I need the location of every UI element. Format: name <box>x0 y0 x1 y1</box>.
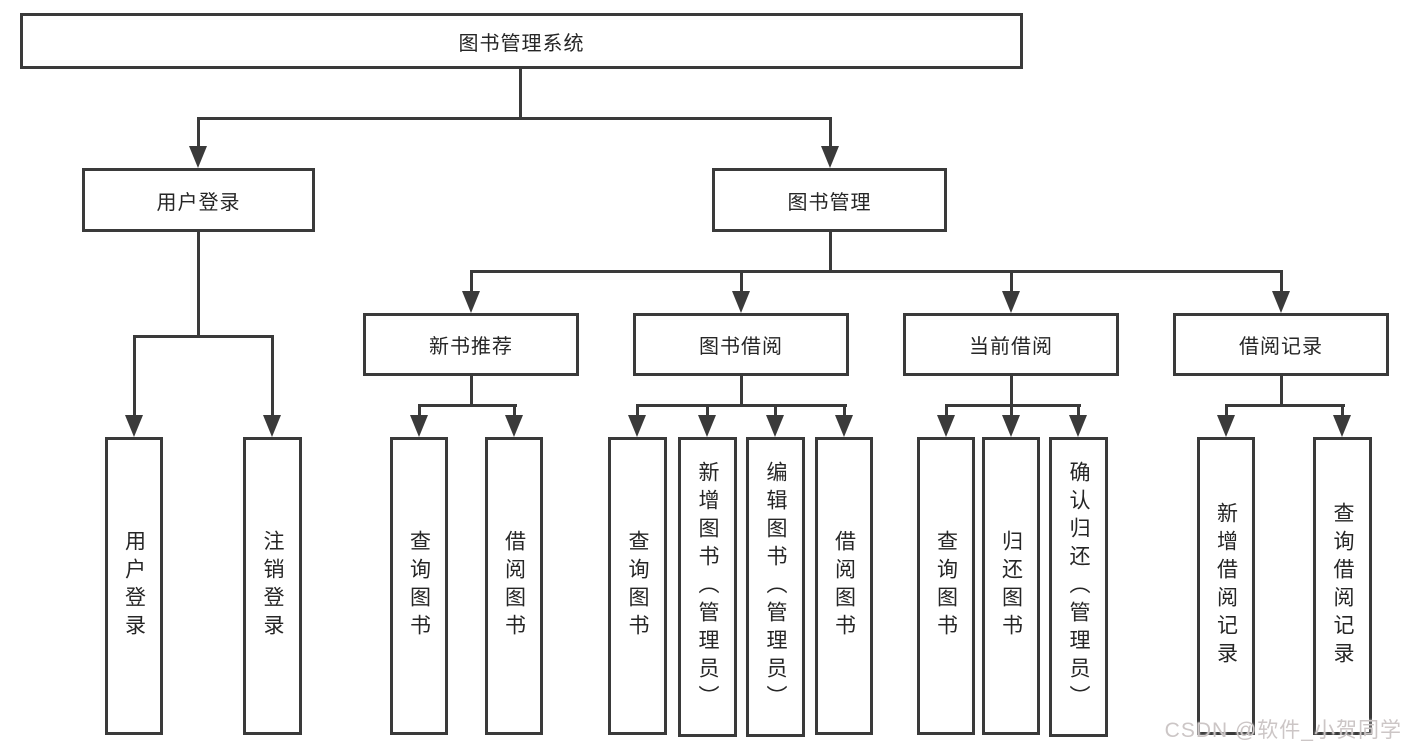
leaf-confirm-return-admin: 确认归还（管理员） <box>1049 437 1108 737</box>
node-label: 注销登录 <box>261 530 284 642</box>
connector-line <box>1341 404 1344 421</box>
leaf-user-login: 用户登录 <box>105 437 163 735</box>
connector-line <box>470 270 1283 273</box>
connector-line <box>418 404 421 421</box>
connector-line <box>470 270 473 297</box>
node-label: 确认归还（管理员） <box>1067 461 1090 713</box>
connector-line <box>1225 404 1345 407</box>
connector-line <box>740 376 743 405</box>
arrowhead-icon <box>1217 415 1235 437</box>
arrowhead-icon <box>1272 291 1290 313</box>
connector-line <box>470 376 473 405</box>
arrowhead-icon <box>821 146 839 168</box>
arrowhead-icon <box>1002 291 1020 313</box>
arrowhead-icon <box>1069 415 1087 437</box>
arrowhead-icon <box>263 415 281 437</box>
arrowhead-icon <box>835 415 853 437</box>
arrowhead-icon <box>766 415 784 437</box>
node-borrow-records: 借阅记录 <box>1173 313 1389 376</box>
connector-line <box>418 404 517 407</box>
node-label: 借阅记录 <box>1239 336 1323 358</box>
connector-line <box>774 404 777 421</box>
node-label: 查询图书 <box>407 530 431 642</box>
arrowhead-icon <box>462 291 480 313</box>
node-label: 新增图书（管理员） <box>696 461 719 713</box>
node-new-book-recommend: 新书推荐 <box>363 313 579 376</box>
arrowhead-icon <box>1333 415 1351 437</box>
connector-line <box>197 117 832 120</box>
node-user-login: 用户登录 <box>82 168 315 232</box>
node-label: 借阅图书 <box>502 530 526 642</box>
arrowhead-icon <box>125 415 143 437</box>
leaf-return-books: 归还图书 <box>982 437 1040 735</box>
leaf-add-books-admin: 新增图书（管理员） <box>678 437 737 737</box>
connector-line <box>1280 270 1283 297</box>
connector-line <box>1077 404 1080 421</box>
arrowhead-icon <box>189 146 207 168</box>
node-label: 当前借阅 <box>969 336 1053 358</box>
connector-line <box>1010 376 1013 405</box>
connector-line <box>133 335 136 421</box>
node-label: 编辑图书（管理员） <box>764 461 787 713</box>
connector-line <box>1225 404 1228 421</box>
connector-line <box>829 117 832 152</box>
leaf-logout: 注销登录 <box>243 437 302 735</box>
connector-line <box>945 404 1081 407</box>
connector-line <box>1280 376 1283 405</box>
node-book-borrow: 图书借阅 <box>633 313 849 376</box>
connector-line <box>133 335 274 338</box>
arrowhead-icon <box>505 415 523 437</box>
node-label: 新增借阅记录 <box>1214 502 1238 670</box>
arrowhead-icon <box>410 415 428 437</box>
connector-line <box>271 335 274 421</box>
arrowhead-icon <box>732 291 750 313</box>
connector-line <box>843 404 846 421</box>
connector-line <box>636 404 847 407</box>
leaf-query-borrow-record: 查询借阅记录 <box>1313 437 1372 735</box>
connector-line <box>636 404 639 421</box>
arrowhead-icon <box>937 415 955 437</box>
connector-line <box>513 404 516 421</box>
arrowhead-icon <box>1002 415 1020 437</box>
leaf-query-books-borrow: 查询图书 <box>608 437 667 735</box>
node-label: 新书推荐 <box>429 336 513 358</box>
connector-line <box>197 117 200 152</box>
connector-line <box>1010 270 1013 297</box>
node-label: 用户登录 <box>156 191 241 214</box>
node-label: 图书管理 <box>787 191 872 214</box>
connector-line <box>706 404 709 421</box>
node-label: 查询图书 <box>626 530 649 642</box>
node-label: 用户登录 <box>122 530 146 642</box>
node-label: 图书管理系统 <box>458 32 585 55</box>
node-book-management: 图书管理 <box>712 168 947 232</box>
leaf-borrow-books: 借阅图书 <box>815 437 873 735</box>
connector-line <box>1010 404 1013 421</box>
node-label: 归还图书 <box>999 530 1023 642</box>
arrowhead-icon <box>628 415 646 437</box>
leaf-edit-books-admin: 编辑图书（管理员） <box>746 437 805 737</box>
csdn-watermark: CSDN @软件_小贺同学 <box>1164 719 1402 742</box>
connector-line <box>945 404 948 421</box>
connector-line <box>740 270 743 297</box>
leaf-add-borrow-record: 新增借阅记录 <box>1197 437 1255 735</box>
node-label: 查询图书 <box>934 530 958 642</box>
connector-line <box>519 69 522 118</box>
leaf-query-books-current: 查询图书 <box>917 437 975 735</box>
node-library-management-system: 图书管理系统 <box>20 13 1023 69</box>
node-current-borrow: 当前借阅 <box>903 313 1119 376</box>
leaf-query-books-recommend: 查询图书 <box>390 437 448 735</box>
node-label: 借阅图书 <box>832 530 856 642</box>
node-label: 查询借阅记录 <box>1331 502 1354 670</box>
connector-line <box>829 232 832 271</box>
connector-line <box>197 232 200 336</box>
node-label: 图书借阅 <box>699 336 783 358</box>
arrowhead-icon <box>698 415 716 437</box>
leaf-borrow-books-recommend: 借阅图书 <box>485 437 543 735</box>
